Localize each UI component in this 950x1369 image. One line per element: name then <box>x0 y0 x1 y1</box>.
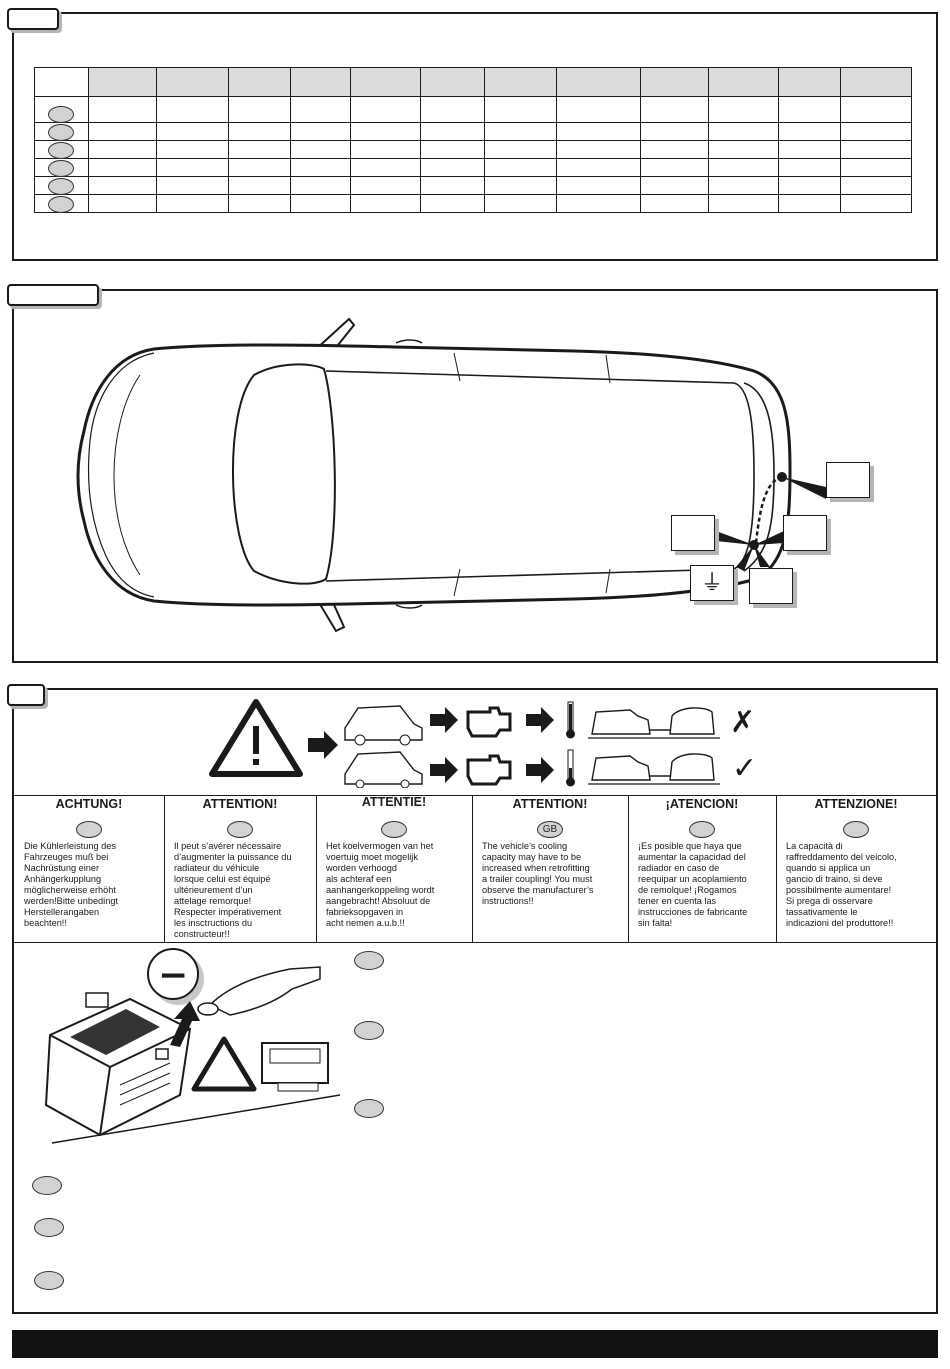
engine-icon-bottom <box>466 754 512 786</box>
instruction-marker <box>34 1271 64 1290</box>
row-marker-4 <box>48 160 74 177</box>
thermometer-icon-top <box>566 701 575 739</box>
ground-icon: ⏚ <box>700 570 723 595</box>
warning-column-gb: ATTENTION! GB The vehicle’s cooling capa… <box>472 795 628 943</box>
engine-icon-top <box>466 706 512 738</box>
table-row <box>34 158 912 177</box>
callout-box-bottom <box>749 568 793 604</box>
table-row <box>34 140 912 159</box>
warning-heading: ACHTUNG! <box>55 797 123 811</box>
instruction-marker <box>34 1218 64 1237</box>
car-icon-top <box>344 705 423 746</box>
instruction-marker <box>354 1099 384 1118</box>
language-marker <box>76 821 102 838</box>
car-icon-bottom <box>344 751 423 788</box>
row-marker-5 <box>48 178 74 195</box>
warning-column-de: ACHTUNG! Die Kühlerleistung des Fahrzeug… <box>14 795 164 943</box>
section-tab-1 <box>7 8 59 30</box>
row-marker-6 <box>48 196 74 213</box>
language-marker <box>689 821 715 838</box>
table-header-row <box>34 67 912 97</box>
divider <box>164 795 165 943</box>
car-trailer-icon-bottom <box>588 753 720 785</box>
warning-text: Het koelvermogen van het voertuig moet m… <box>326 841 435 928</box>
warning-heading: ATTENTION! <box>202 797 278 811</box>
section-tab-3 <box>7 684 45 706</box>
warning-text: La capacità di raffreddamento del veicol… <box>786 841 897 928</box>
instruction-marker <box>32 1176 62 1195</box>
row-marker-3 <box>48 142 74 159</box>
language-marker <box>381 821 407 838</box>
divider <box>776 795 777 943</box>
cooling-warning-diagram: ✗ ✓ <box>209 699 757 788</box>
compatibility-table <box>34 67 912 213</box>
divider <box>472 795 473 943</box>
status-no-icon: ✗ <box>730 705 755 740</box>
footer-bar <box>12 1330 938 1358</box>
callout-box-ground: ⏚ <box>690 565 734 601</box>
table-row <box>34 96 912 123</box>
callout-box-left <box>671 515 715 551</box>
instruction-marker <box>354 1021 384 1040</box>
instruction-marker <box>354 951 384 970</box>
divider <box>316 795 317 943</box>
car-top-view-illustration <box>76 317 826 633</box>
divider <box>628 795 629 943</box>
language-marker <box>227 821 253 838</box>
warning-column-es: ¡ATENCION! ¡Es posible que haya que aume… <box>628 795 776 943</box>
table-row <box>34 176 912 195</box>
status-yes-icon: ✓ <box>732 751 757 786</box>
section-tab-2 <box>7 284 99 306</box>
divider <box>14 795 936 796</box>
warning-column-nl: ATTENTIE! Het koelvermogen van het voert… <box>316 795 472 943</box>
warning-text: ¡Es posible que haya que aumentar la cap… <box>638 841 748 928</box>
thermometer-icon-bottom <box>566 749 575 787</box>
row-marker-2 <box>48 124 74 141</box>
battery-disconnect-illustration: − <box>44 948 341 1144</box>
warning-heading: ATTENTIE! <box>361 795 427 809</box>
warning-column-fr: ATTENTION! Il peut s’avérer nécessaire d… <box>164 795 316 943</box>
warning-heading: ¡ATENCION! <box>665 797 739 811</box>
car-trailer-icon-top <box>588 707 720 739</box>
row-marker-1 <box>48 106 74 123</box>
language-marker <box>843 821 869 838</box>
callout-box-connector <box>826 462 870 498</box>
warning-heading: ATTENTION! <box>512 797 588 811</box>
warning-languages: ACHTUNG! Die Kühlerleistung des Fahrzeug… <box>14 795 936 943</box>
warning-heading: ATTENZIONE! <box>814 797 898 811</box>
minus-icon: − <box>158 955 188 996</box>
warning-text: Il peut s’avérer nécessaire d’augmenter … <box>174 841 292 939</box>
callout-box-right <box>783 515 827 551</box>
table-row <box>34 122 912 141</box>
language-marker: GB <box>537 821 563 838</box>
warning-text: The vehicle’s cooling capacity may have … <box>482 841 594 906</box>
divider <box>14 942 936 943</box>
warning-column-it: ATTENZIONE! La capacità di raffreddament… <box>776 795 936 943</box>
warning-text: Die Kühlerleistung des Fahrzeuges muß be… <box>24 841 118 928</box>
table-row <box>34 194 912 213</box>
